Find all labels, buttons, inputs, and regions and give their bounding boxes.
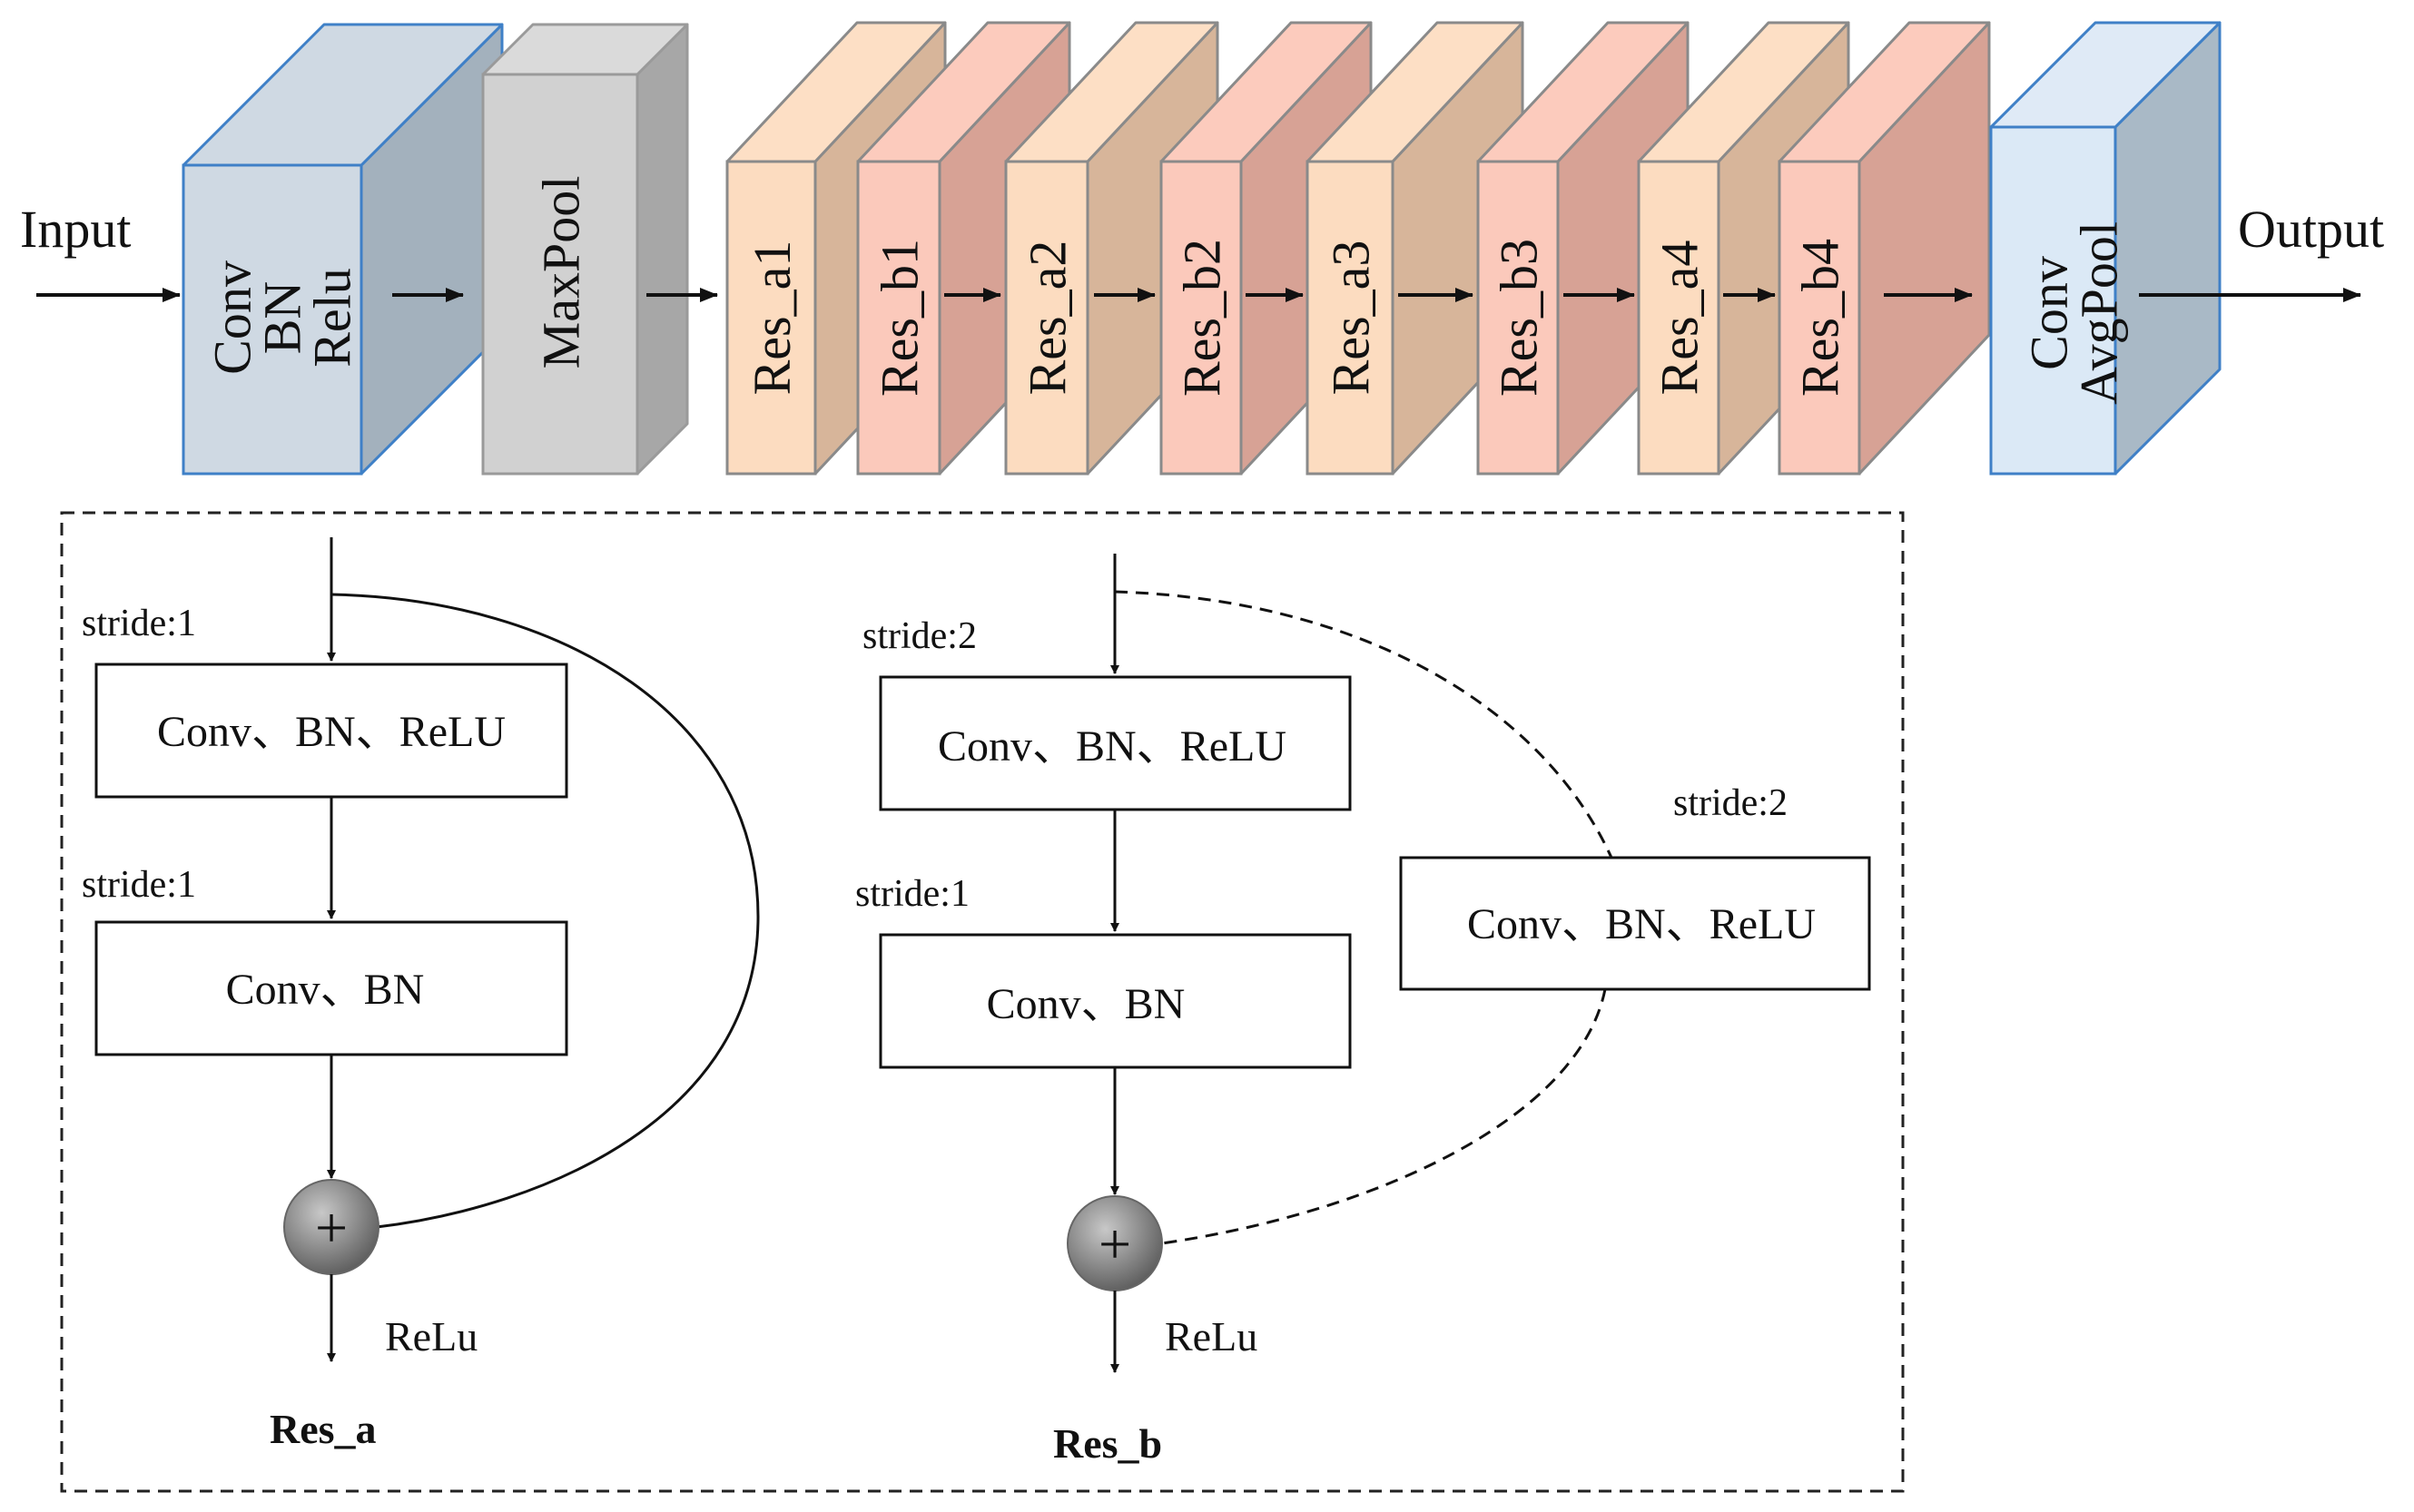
block-label-line: Res_b4 (1790, 239, 1849, 397)
block-label-res-a2: Res_a2 (1018, 241, 1077, 396)
block-label-line: Res_b1 (870, 239, 929, 397)
res-a-add-symbol: + (315, 1195, 348, 1260)
res-a-conv-bn-box (94, 920, 568, 1056)
block-conv-bn-relu: ConvBNRelu (182, 23, 504, 476)
block-label-conv-avgpool: ConvAvgPool (2019, 221, 2128, 405)
block-front-face (1476, 160, 1560, 476)
block-label-line: AvgPool (2069, 221, 2128, 405)
block-label-res-b3: Res_b3 (1489, 239, 1548, 397)
res-a-identity-shortcut (330, 593, 760, 1229)
block-label-line: Res_b3 (1489, 239, 1548, 397)
res-a-relu-label: ReLu (385, 1313, 478, 1360)
res-b-add-symbol: + (1099, 1212, 1131, 1276)
res-b-block-detail: stride:2 Conv、BN、ReLU stride:1 Conv、BN s… (855, 554, 1871, 1467)
res-a-conv-bn-label: Conv、BN (226, 966, 425, 1014)
block-label-res-a1: Res_a1 (743, 241, 802, 396)
res-b-shortcut-conv-label: Conv、BN、ReLU (1467, 900, 1816, 948)
block-label-res-b1: Res_b1 (870, 239, 929, 397)
res-a-stride-1: stride:1 (82, 603, 196, 644)
res-a-conv-bn-relu-box (94, 663, 568, 799)
block-label-line: Res_a4 (1650, 241, 1709, 396)
res-b-shortcut-lower (1161, 988, 1607, 1245)
input-label: Input (20, 200, 131, 259)
block-label-line: BN (252, 281, 311, 355)
block-label-line: MaxPool (531, 176, 590, 369)
res-a-conv-bn-relu-label: Conv、BN、ReLU (157, 708, 506, 756)
block-label-res-b2: Res_b2 (1172, 239, 1231, 397)
block-label-maxpool: MaxPool (531, 176, 590, 369)
block-label-res-b4: Res_b4 (1790, 239, 1849, 397)
res-a-stride-2: stride:1 (82, 864, 196, 906)
block-label-line: Res_a3 (1321, 241, 1380, 396)
block-front-face (481, 73, 639, 476)
res-b-stride-1: stride:2 (862, 615, 977, 657)
block-front-face (725, 160, 817, 476)
residual-blocks-frame (60, 511, 1905, 1493)
res-a-title: Res_a (270, 1406, 377, 1452)
res-b-relu-label: ReLu (1165, 1313, 1257, 1360)
block-front-face (1159, 160, 1243, 476)
block-front-face (856, 160, 941, 476)
block-label-line: Conv (202, 260, 261, 375)
res-b-conv-bn-relu-label: Conv、BN、ReLU (938, 722, 1286, 771)
block-front-face (1004, 160, 1089, 476)
block-label-line: Res_a2 (1018, 241, 1077, 396)
res-a-block-detail: stride:1 Conv、BN、ReLU stride:1 Conv、BN +… (82, 537, 760, 1452)
block-label-res-a4: Res_a4 (1650, 241, 1709, 396)
block-front-face (182, 163, 363, 476)
block-res-b4: Res_b4 (1778, 21, 1991, 476)
res-b-shortcut-conv-box (1399, 856, 1871, 991)
res-b-conv-bn-label: Conv、BN (987, 980, 1186, 1028)
block-side-face (636, 23, 689, 476)
block-label-line: Relu (302, 268, 361, 368)
block-label-line: Res_a1 (743, 241, 802, 396)
block-label-conv-bn-relu: ConvBNRelu (202, 260, 361, 375)
output-label: Output (2238, 200, 2384, 259)
block-conv-avgpool: ConvAvgPool (1989, 21, 2222, 476)
block-label-line: Res_b2 (1172, 239, 1231, 397)
res-b-title: Res_b (1053, 1420, 1162, 1467)
block-label-line: Conv (2019, 256, 2078, 370)
block-front-face (1989, 125, 2117, 476)
block-maxpool: MaxPool (481, 23, 689, 476)
block-front-face (1778, 160, 1861, 476)
res-b-stride-2: stride:1 (855, 873, 970, 915)
res-b-shortcut-stride: stride:2 (1673, 782, 1788, 824)
block-front-face (1306, 160, 1394, 476)
res-b-conv-bn-relu-box (879, 675, 1352, 811)
block-front-face (1637, 160, 1720, 476)
block-label-res-a3: Res_a3 (1321, 241, 1380, 396)
